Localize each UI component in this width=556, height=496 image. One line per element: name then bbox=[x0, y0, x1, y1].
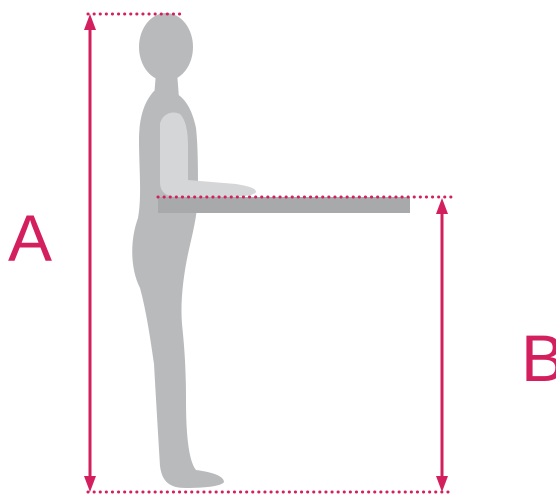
arrow-a bbox=[84, 14, 96, 492]
arrow-b-down-head bbox=[436, 476, 448, 492]
label-a: A bbox=[8, 205, 52, 271]
arrow-b-up-head bbox=[436, 198, 448, 214]
arrow-a-down-head bbox=[84, 476, 96, 492]
person-head bbox=[139, 13, 193, 81]
arrow-a-up-head bbox=[84, 14, 96, 30]
standing-person-icon bbox=[132, 13, 256, 488]
table-top bbox=[158, 197, 410, 213]
person-arm bbox=[160, 112, 256, 197]
label-b: B bbox=[521, 325, 556, 391]
arrow-b bbox=[436, 198, 448, 492]
